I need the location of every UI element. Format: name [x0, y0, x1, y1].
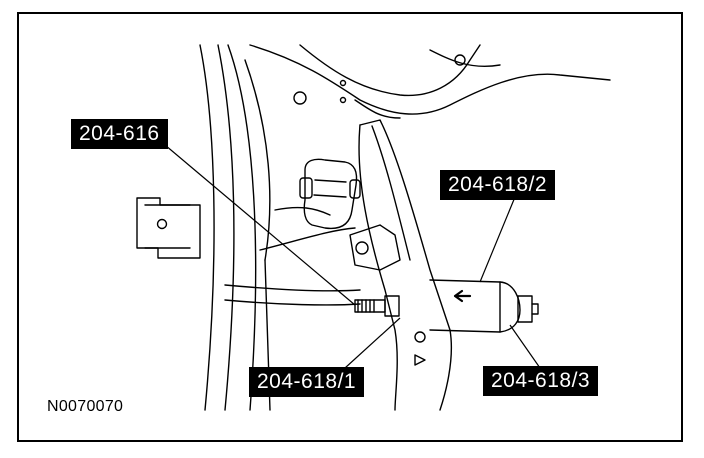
body-hole	[293, 91, 307, 105]
crossmember	[224, 284, 361, 292]
leader-204-618-1	[344, 317, 401, 369]
arm-hole	[414, 331, 426, 343]
figure-border	[17, 12, 683, 442]
frame-rail-left	[199, 44, 215, 411]
tool-cylinder	[429, 279, 521, 333]
body-panel	[249, 44, 611, 115]
leader-204-618-3	[509, 324, 541, 369]
tool-nut	[517, 295, 533, 323]
callout-204-618-3: 204-618/3	[483, 366, 599, 396]
leader-204-616	[164, 144, 356, 306]
body-panel-edge	[299, 44, 481, 97]
mount-block	[349, 224, 401, 271]
lower-arm	[359, 119, 453, 411]
callout-204-618-1: 204-618/1	[249, 367, 365, 397]
leader-204-618-2	[479, 196, 516, 283]
callout-204-618-2: 204-618/2	[440, 170, 556, 200]
upper-bushing	[303, 158, 358, 230]
callout-204-616: 204-616	[71, 119, 168, 149]
side-bracket	[136, 197, 201, 259]
figure-id: N0070070	[47, 398, 124, 415]
tool-arrow	[453, 289, 472, 303]
